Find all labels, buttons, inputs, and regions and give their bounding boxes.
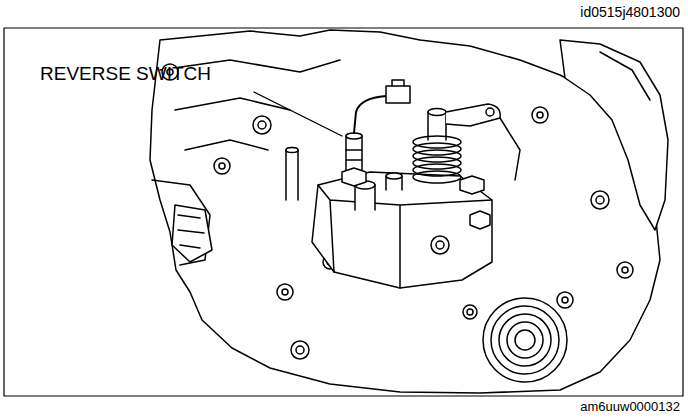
spring — [413, 136, 461, 183]
lever — [446, 104, 500, 126]
figure-id: id0515j4801300 — [580, 5, 680, 20]
pin — [286, 148, 298, 201]
figure-id: am6uuw0000132 — [580, 400, 680, 414]
frame — [4, 28, 683, 396]
side-plate — [172, 205, 212, 262]
output-seal — [483, 298, 567, 382]
flange-edge — [600, 52, 650, 100]
reverse-switch — [342, 80, 410, 186]
plate-fin — [178, 215, 204, 248]
flange — [560, 40, 668, 230]
housing-edge — [318, 185, 492, 288]
part-label: REVERSE SWITCH — [40, 64, 211, 85]
rod — [500, 118, 520, 180]
leader-line — [254, 92, 342, 136]
shift-housing — [312, 172, 492, 288]
